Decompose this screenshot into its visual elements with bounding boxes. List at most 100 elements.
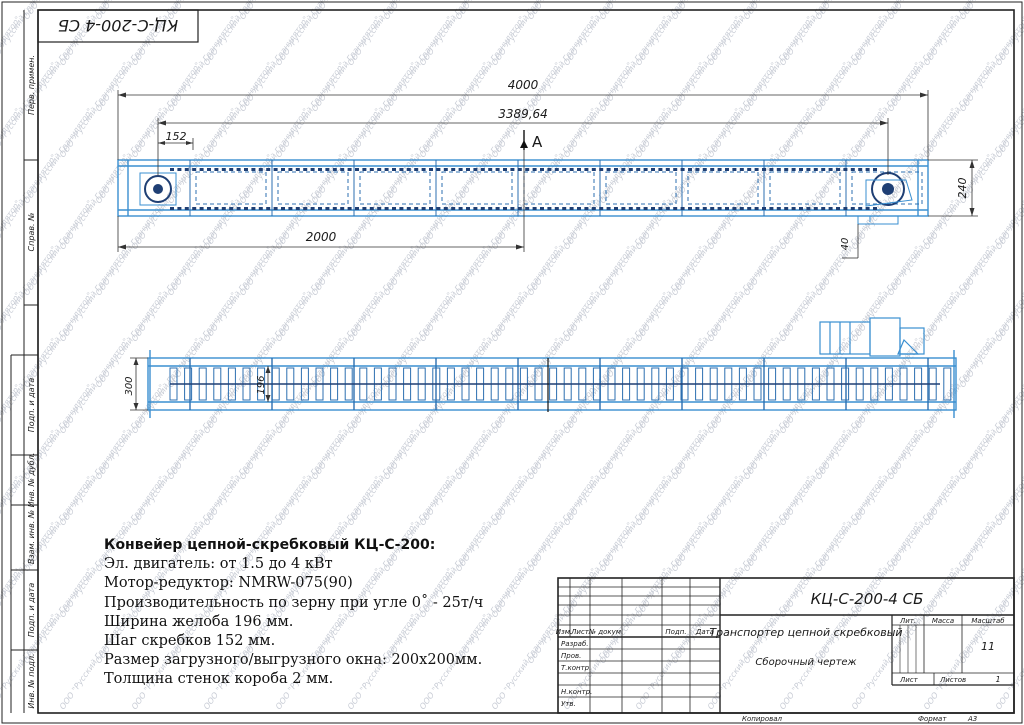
- dim-box-width: 300: [124, 376, 135, 395]
- chain-link-lower: [754, 207, 759, 210]
- chain-link-lower: [799, 207, 803, 210]
- chain-link-upper: [399, 168, 404, 171]
- chain-link-lower: [495, 207, 500, 210]
- chain-link-upper: [184, 168, 189, 171]
- scraper-panel: [441, 171, 513, 205]
- chain-link-upper: [414, 168, 419, 171]
- chain-link-upper: [525, 168, 530, 171]
- scraper-panel: [277, 171, 349, 205]
- tb-sheets-value: 1: [995, 675, 1000, 684]
- chain-link-upper: [754, 168, 759, 171]
- chain-link-lower: [665, 207, 670, 210]
- chain-link-lower: [636, 207, 641, 210]
- chain-link-lower: [332, 207, 337, 210]
- chain-link-lower: [347, 207, 352, 210]
- chain-link-lower: [547, 207, 552, 210]
- tb-row-checked: Пров.: [561, 652, 581, 660]
- scraper-slat: [943, 367, 952, 401]
- chain-link-lower: [621, 207, 626, 210]
- chain-link-upper: [584, 168, 589, 171]
- chain-link-lower: [244, 207, 248, 210]
- chain-link-upper: [717, 168, 722, 171]
- chain-link-lower: [828, 207, 833, 210]
- chain-link-upper: [547, 168, 552, 171]
- chain-link-lower: [762, 207, 766, 210]
- chain-link-upper: [710, 168, 715, 171]
- tb-col-izm: Изм.: [556, 628, 572, 636]
- conveyor-plan-view: [147, 317, 957, 418]
- watermark-text: ООО "Русский Гранулятор": [922, 613, 995, 711]
- chain-link-upper: [695, 168, 700, 171]
- tb-col-date: Дата: [695, 628, 714, 636]
- chain-link-lower: [251, 207, 256, 210]
- chain-link-upper: [451, 168, 456, 171]
- chain-link-upper: [303, 168, 308, 171]
- side-label-repl-inv: Взам. инв. №: [27, 510, 36, 564]
- chain-link-lower: [443, 207, 448, 210]
- chain-link-lower: [192, 207, 197, 210]
- chain-link-upper: [362, 168, 367, 171]
- chain-link-lower: [813, 207, 818, 210]
- chain-link-lower: [584, 207, 589, 210]
- dim-chain-span: 3389,64: [498, 107, 548, 121]
- chain-link-upper: [221, 168, 226, 171]
- chain-link-upper: [665, 168, 670, 171]
- tb-doc-type: Сборочный чертеж: [755, 656, 856, 668]
- chain-link-upper: [503, 168, 507, 171]
- chain-link-upper: [177, 168, 182, 171]
- chain-link-upper: [813, 168, 818, 171]
- chain-link-upper: [636, 168, 641, 171]
- chain-link-lower: [362, 207, 367, 210]
- chain-link-upper: [480, 168, 485, 171]
- tb-name: Транспортер цепной скребковый: [709, 626, 902, 639]
- chain-link-upper: [747, 168, 752, 171]
- tb-mass-label: Масса: [932, 617, 954, 625]
- chain-link-upper: [725, 168, 729, 171]
- tb-sheet-label: Лист: [899, 676, 919, 684]
- chain-link-upper: [732, 168, 737, 171]
- dim-overall-length: 4000: [508, 78, 539, 92]
- rotated-stamp-code: КЦ-С-200-4 СБ: [58, 16, 178, 35]
- chain-link-upper: [628, 168, 633, 171]
- chain-link-upper: [532, 168, 537, 171]
- chain-link-upper: [340, 168, 345, 171]
- chain-link-lower: [273, 207, 278, 210]
- scraper-panel: [605, 171, 677, 205]
- chain-link-upper: [325, 168, 330, 171]
- chain-link-upper: [377, 168, 382, 171]
- chain-link-upper: [406, 168, 411, 171]
- scraper-panel: [769, 171, 841, 205]
- chain-link-upper: [421, 168, 426, 171]
- chain-link-upper: [739, 168, 744, 171]
- chain-link-lower: [429, 207, 433, 210]
- chain-link-lower: [658, 207, 663, 210]
- chain-link-upper: [614, 168, 618, 171]
- chain-link-upper: [236, 168, 241, 171]
- chain-link-lower: [680, 207, 685, 210]
- chain-link-upper: [621, 168, 626, 171]
- tb-row-ncontrol: Н.контр.: [561, 688, 592, 696]
- conveyor-side-view: [117, 159, 929, 225]
- scraper-panel: [359, 171, 431, 205]
- chain-link-lower: [184, 207, 189, 210]
- chain-link-upper: [192, 168, 197, 171]
- spec-heading: Конвейер цепной-скребковый КЦ-С-200:: [104, 537, 436, 553]
- chain-link-upper: [199, 168, 204, 171]
- tb-row-tcontrol: Т.контр.: [561, 664, 591, 672]
- chain-link-upper: [310, 168, 315, 171]
- tb-designation: КЦ-С-200-4 СБ: [811, 590, 924, 608]
- chain-link-upper: [643, 168, 648, 171]
- chain-link-lower: [281, 207, 285, 210]
- chain-link-upper: [466, 168, 470, 171]
- chain-link-lower: [340, 207, 345, 210]
- tb-col-sign: Подп.: [665, 628, 686, 636]
- chain-link-upper: [651, 168, 655, 171]
- chain-link-upper: [865, 168, 870, 171]
- spec-scraper-pitch: Шаг скребков 152 мм.: [104, 633, 276, 650]
- chain-link-upper: [332, 168, 337, 171]
- chain-link-upper: [540, 168, 544, 171]
- chain-link-lower: [769, 207, 774, 210]
- chain-link-upper: [244, 168, 248, 171]
- chain-link-upper: [821, 168, 826, 171]
- chain-link-lower: [214, 207, 219, 210]
